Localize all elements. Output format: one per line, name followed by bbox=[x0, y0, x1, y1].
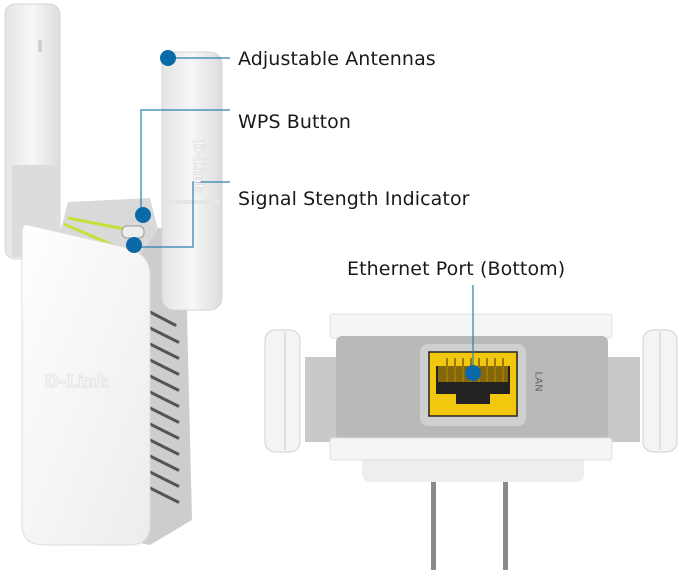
callout-lines bbox=[134, 57, 474, 372]
brand-logo-antenna: D-Link bbox=[190, 140, 206, 194]
bottom-view-device bbox=[264, 313, 678, 570]
callout-dot-antennas bbox=[160, 50, 176, 66]
extender-body bbox=[21, 224, 151, 546]
callout-label-ethernet: Ethernet Port (Bottom) bbox=[347, 258, 566, 280]
callout-dot-ethernet bbox=[465, 365, 481, 381]
right-antenna bbox=[161, 51, 223, 311]
left-antenna bbox=[4, 3, 61, 260]
lan-port-label: LAN bbox=[532, 371, 544, 392]
callout-label-wps: WPS Button bbox=[238, 111, 351, 133]
callout-dot-wps bbox=[135, 207, 151, 223]
callout-label-antennas: Adjustable Antennas bbox=[238, 48, 436, 70]
callout-dot-signal bbox=[126, 237, 142, 253]
brand-logo-front: D-Link bbox=[44, 372, 109, 392]
wps-button-shape bbox=[121, 225, 145, 239]
callout-label-signal: Signal Stength Indicator bbox=[238, 188, 470, 210]
